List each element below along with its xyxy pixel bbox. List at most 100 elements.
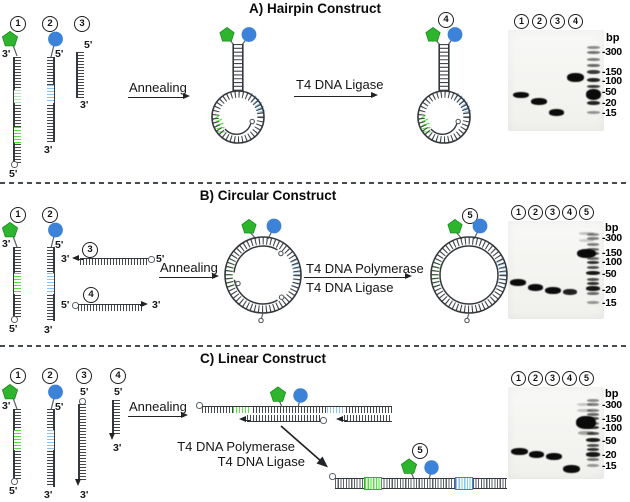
gel-a-ladder-band <box>587 101 600 105</box>
product-number-a-text: 4 <box>443 14 449 26</box>
gel-c-ladder-band <box>587 444 599 447</box>
strand-2-a-blue-segment <box>47 85 54 103</box>
hairpin-construct <box>210 27 267 144</box>
assembly1-blue-segment <box>327 407 344 413</box>
strand-2-number-b: 2 <box>42 207 58 223</box>
gel-a-marker-15: -15 <box>602 107 617 119</box>
assembly1-bottom-strand1 <box>247 415 321 422</box>
assembly1-bottom-strand1-phosphate <box>320 417 327 424</box>
circle-marker-icon <box>48 222 63 249</box>
strand2-b-3prime-label: 3' <box>44 324 53 336</box>
assembly1-bottom-strand2 <box>344 415 392 422</box>
gel-c-band-lane4 <box>563 465 580 473</box>
strand-2-number-a: 2 <box>42 16 58 32</box>
pentagon-marker-icon <box>400 458 418 480</box>
gel-a-marker-100: -100 <box>602 75 622 87</box>
strand3-c-3prime-label: 3' <box>80 489 89 501</box>
gel-c-smear <box>577 409 592 412</box>
product-number-c-text: 5 <box>417 445 423 457</box>
strand-4-b <box>78 304 142 311</box>
strand-3-number-c: 3 <box>76 368 92 384</box>
gel-b-lane3-label: 3 <box>545 205 560 220</box>
separator-2 <box>0 345 630 347</box>
gel-c-lane4-text: 4 <box>566 373 572 383</box>
panel-a-title: A) Hairpin Construct <box>248 1 381 16</box>
gel-c-smear <box>577 403 592 406</box>
gel-b-lane5-text: 5 <box>583 207 589 217</box>
circular-construct-product <box>430 218 508 323</box>
gel-a-band-lane1 <box>513 92 529 98</box>
polymerase-label-c: T4 DNA Polymerase <box>177 439 295 454</box>
gel-c-marker-150: -150 <box>602 413 622 425</box>
gel-b-ladder-band <box>587 266 599 269</box>
strand-3-number-b: 3 <box>82 242 98 258</box>
strand-3-a-backbone <box>76 52 78 98</box>
gel-c-marker-15: -15 <box>602 460 617 472</box>
gel-a-lane3-label: 3 <box>550 14 565 29</box>
strand-1-number-b-text: 1 <box>15 209 21 221</box>
strand-3-c-arrowhead <box>75 479 81 489</box>
gel-c-ladder-band <box>587 426 599 429</box>
gel-c-lane5-text: 5 <box>583 373 589 383</box>
strand1-a-3prime-label: 3' <box>2 48 11 60</box>
gel-b-smear <box>579 239 594 242</box>
strand4-c-5prime-label: 5' <box>114 386 123 398</box>
gel-b-ladder-band <box>587 292 599 295</box>
strand-3-number-a-text: 3 <box>79 18 85 30</box>
gel-c-ladder-band <box>587 448 599 451</box>
strand-2-a <box>47 57 55 142</box>
panel-b-title: B) Circular Construct <box>199 188 337 203</box>
strand4-b-5prime-label: 5' <box>61 299 70 311</box>
gel-a-marker-50: -50 <box>602 86 617 98</box>
gel-a-marker-300: -300 <box>602 46 622 58</box>
strand-2-b-blue-segment <box>47 273 54 294</box>
gel-c-bp-header: bp <box>605 388 619 400</box>
gel-a-marker-20: -20 <box>602 97 617 109</box>
pentagon-marker-icon <box>1 30 19 57</box>
gel-c-lane3-text: 3 <box>549 373 555 383</box>
gel-a-lane1-text: 1 <box>518 16 524 26</box>
strand-1-number-a-text: 1 <box>15 18 21 30</box>
strand4-c-3prime-label: 3' <box>113 442 122 454</box>
strand2-c-5prime-label: 5' <box>55 401 64 413</box>
strand-1-number-a: 1 <box>10 16 26 32</box>
annealing-label-b: Annealing <box>160 260 218 275</box>
strand-3-c <box>78 404 86 480</box>
strand3-a-3prime-label: 3' <box>80 99 89 111</box>
gel-b <box>508 221 604 319</box>
ligase-arrow-a <box>294 92 378 99</box>
gel-b-ladder-band <box>586 271 600 275</box>
gel-c-ladder-band <box>587 458 599 461</box>
gel-a-lane4-text: 4 <box>572 16 578 26</box>
gel-c-marker-100: -100 <box>602 422 622 434</box>
annealing-arrow-c <box>128 412 188 419</box>
strand1-b-3prime-label: 3' <box>2 238 11 250</box>
gel-b-smear <box>579 232 594 235</box>
product-number-b: 5 <box>462 208 478 224</box>
gel-a-band-lane4 <box>567 73 584 82</box>
strand-3-b-phosphate <box>148 256 155 263</box>
gel-a-marker-150: -150 <box>602 66 622 78</box>
strand1-b-5prime-label: 5' <box>9 323 18 335</box>
strand-1-b-green-segment <box>14 273 21 294</box>
assembly1-phosphate-left <box>196 402 203 409</box>
product-number-c: 5 <box>412 443 428 459</box>
strand-2-number-c: 2 <box>42 368 58 384</box>
strand-3-number-c-text: 3 <box>81 370 87 382</box>
gel-b-marker-20: -20 <box>602 284 617 296</box>
gel-a-lane2-text: 2 <box>536 16 542 26</box>
gel-b-marker-150: -150 <box>602 247 622 259</box>
assembly1-green-segment <box>233 407 251 413</box>
annealing-label-c: Annealing <box>129 399 187 414</box>
circle-marker-icon <box>48 31 63 58</box>
pentagon-marker-icon <box>1 383 19 410</box>
annealing-arrow-a <box>128 93 190 100</box>
strand-3-c-backbone <box>78 404 80 480</box>
gel-c-smear <box>578 431 594 435</box>
gel-a-ladder-band <box>587 64 600 67</box>
polymerase-label-b: T4 DNA Polymerase <box>306 261 424 276</box>
gel-c-marker-300: -300 <box>602 399 622 411</box>
product-green-segment <box>364 477 382 490</box>
gel-c-lane4-label: 4 <box>562 371 577 386</box>
